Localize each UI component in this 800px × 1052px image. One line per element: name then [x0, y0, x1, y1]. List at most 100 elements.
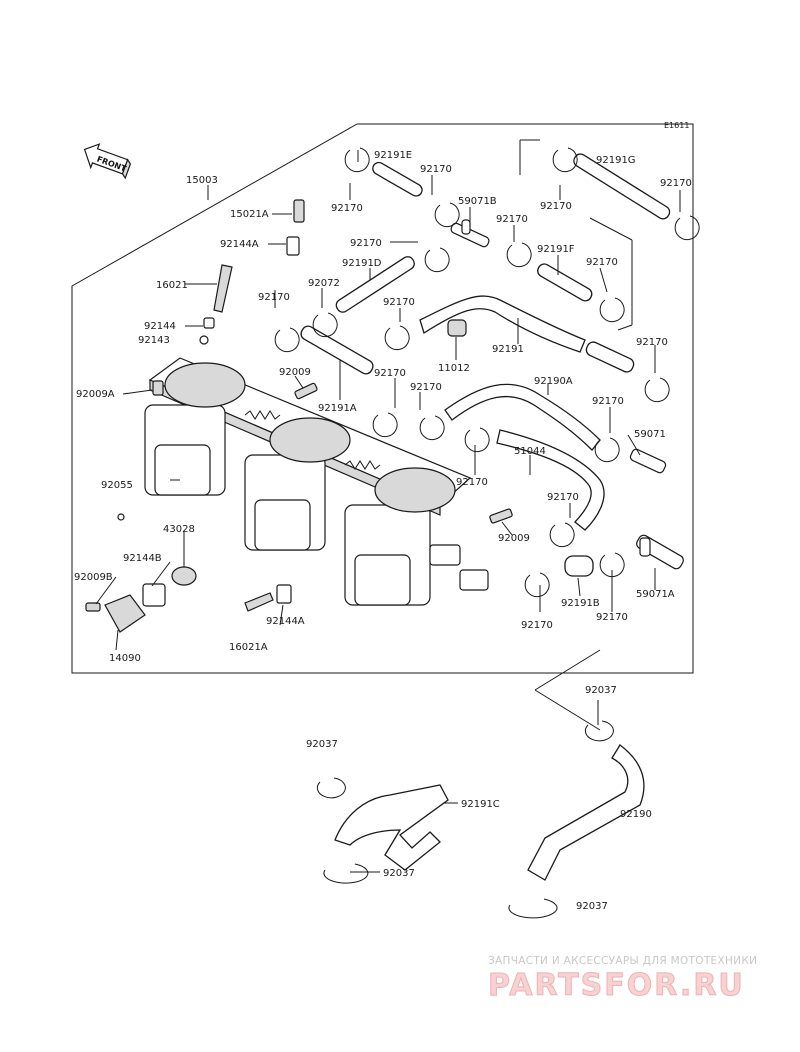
clamp-icon	[552, 147, 578, 173]
watermark: ЗАПЧАСТИ И АКСЕССУАРЫ ДЛЯ МОТОТЕХНИКИ PA…	[488, 955, 757, 1004]
label-59071b: 59071B	[458, 196, 497, 207]
label-92191e: 92191E	[374, 150, 412, 161]
clamp-icon	[508, 898, 558, 919]
label-92009: 92009	[279, 367, 311, 378]
label-92191f: 92191F	[537, 244, 575, 255]
lower-hoses	[316, 720, 645, 919]
screw-92009b	[85, 602, 101, 612]
clamp-icon	[674, 215, 700, 241]
label-92144b: 92144B	[123, 553, 162, 564]
label-59071a: 59071A	[636, 589, 675, 600]
label-92170: 92170	[547, 492, 579, 503]
clamp-icon	[506, 242, 532, 268]
label-92170: 92170	[383, 297, 415, 308]
label-92144: 92144	[144, 321, 176, 332]
clamp-icon	[424, 247, 450, 273]
screw-92009-low	[489, 508, 513, 524]
clamp-icon	[419, 415, 445, 441]
label-92170: 92170	[374, 368, 406, 379]
hoses-upper	[300, 153, 684, 577]
label-92170: 92170	[540, 201, 572, 212]
label-92170: 92170	[521, 620, 553, 631]
gasket-43028	[171, 566, 197, 586]
label-92143: 92143	[138, 335, 170, 346]
fitting-11012	[447, 319, 467, 337]
watermark-brand: PARTSFOR.RU	[488, 968, 745, 1003]
label-92170: 92170	[420, 164, 452, 175]
label-92191c: 92191C	[461, 799, 500, 810]
label-92191a: 92191A	[318, 403, 357, 414]
clamp-icon	[372, 412, 398, 438]
hose-92191b	[564, 555, 594, 577]
watermark-tagline: ЗАПЧАСТИ И АКСЕССУАРЫ ДЛЯ МОТОТЕХНИКИ	[488, 955, 757, 967]
clamp-icon	[644, 377, 670, 403]
label-92170: 92170	[350, 238, 382, 249]
clamp-icon	[316, 777, 346, 799]
label-92170: 92170	[636, 337, 668, 348]
label-92170: 92170	[496, 214, 528, 225]
label-59071: 59071	[634, 429, 666, 440]
label-92170: 92170	[660, 178, 692, 189]
label-92037: 92037	[585, 685, 617, 696]
label-92037: 92037	[383, 868, 415, 879]
screw-16021	[213, 264, 233, 313]
hose-92191d	[335, 256, 415, 313]
diagram-code: E1611	[664, 121, 689, 130]
clamp-icon	[323, 863, 369, 884]
label-92191b: 92191B	[561, 598, 600, 609]
clamp-icon	[312, 312, 338, 338]
label-16021a: 16021A	[229, 642, 268, 653]
o-ring-92143	[199, 335, 209, 345]
label-92191d: 92191D	[342, 258, 382, 269]
label-92170: 92170	[592, 396, 624, 407]
label-92055: 92055	[101, 480, 133, 491]
float-bowl-2	[254, 499, 311, 551]
label-92144a: 92144A	[266, 616, 305, 627]
throttle-bore-2	[269, 417, 351, 463]
label-92009b: 92009B	[74, 572, 113, 583]
spring-92144b	[142, 583, 166, 607]
assembly-frame	[71, 123, 694, 674]
label-92170: 92170	[258, 292, 290, 303]
label-43028: 43028	[163, 524, 195, 535]
hose-92191c	[334, 784, 449, 871]
clamps	[274, 147, 700, 598]
spring-92144a-low	[276, 584, 292, 604]
label-92170: 92170	[410, 382, 442, 393]
float-bowl-3	[354, 554, 411, 606]
screw-92009-top	[294, 382, 318, 400]
label-14090: 14090	[109, 653, 141, 664]
part-labels: 15003 92191E 92170 92170 92191G 92170 92…	[74, 150, 692, 912]
spring-92144a-top	[286, 236, 300, 256]
label-92037: 92037	[576, 901, 608, 912]
screw-15021a-top	[293, 199, 305, 223]
label-92009a: 92009A	[76, 389, 115, 400]
label-92009: 92009	[498, 533, 530, 544]
clamp-icon	[594, 437, 620, 463]
label-16021: 16021	[156, 280, 188, 291]
label-92190: 92190	[620, 809, 652, 820]
hose-92191f	[537, 263, 593, 302]
label-92170: 92170	[586, 257, 618, 268]
hose-92191a	[300, 325, 374, 375]
throttle-bore-3	[374, 467, 456, 513]
hose-92191g	[573, 153, 671, 220]
label-92144a: 92144A	[220, 239, 259, 250]
throttle-bore-1	[164, 362, 246, 408]
label-15021a: 15021A	[230, 209, 269, 220]
clamp-icon	[464, 427, 490, 453]
clamp-icon	[599, 552, 625, 578]
screw-92009a	[152, 380, 164, 396]
clamp-icon	[599, 297, 625, 323]
label-92170: 92170	[596, 612, 628, 623]
label-92190a: 92190A	[534, 376, 573, 387]
cover-14090	[104, 594, 146, 633]
clamp-icon	[384, 325, 410, 351]
clamp-icon	[524, 572, 550, 598]
float-bowl-1	[154, 444, 211, 496]
label-11012: 11012	[438, 363, 470, 374]
tee-fitting-59071a	[636, 534, 684, 570]
clamp-icon	[344, 147, 370, 173]
